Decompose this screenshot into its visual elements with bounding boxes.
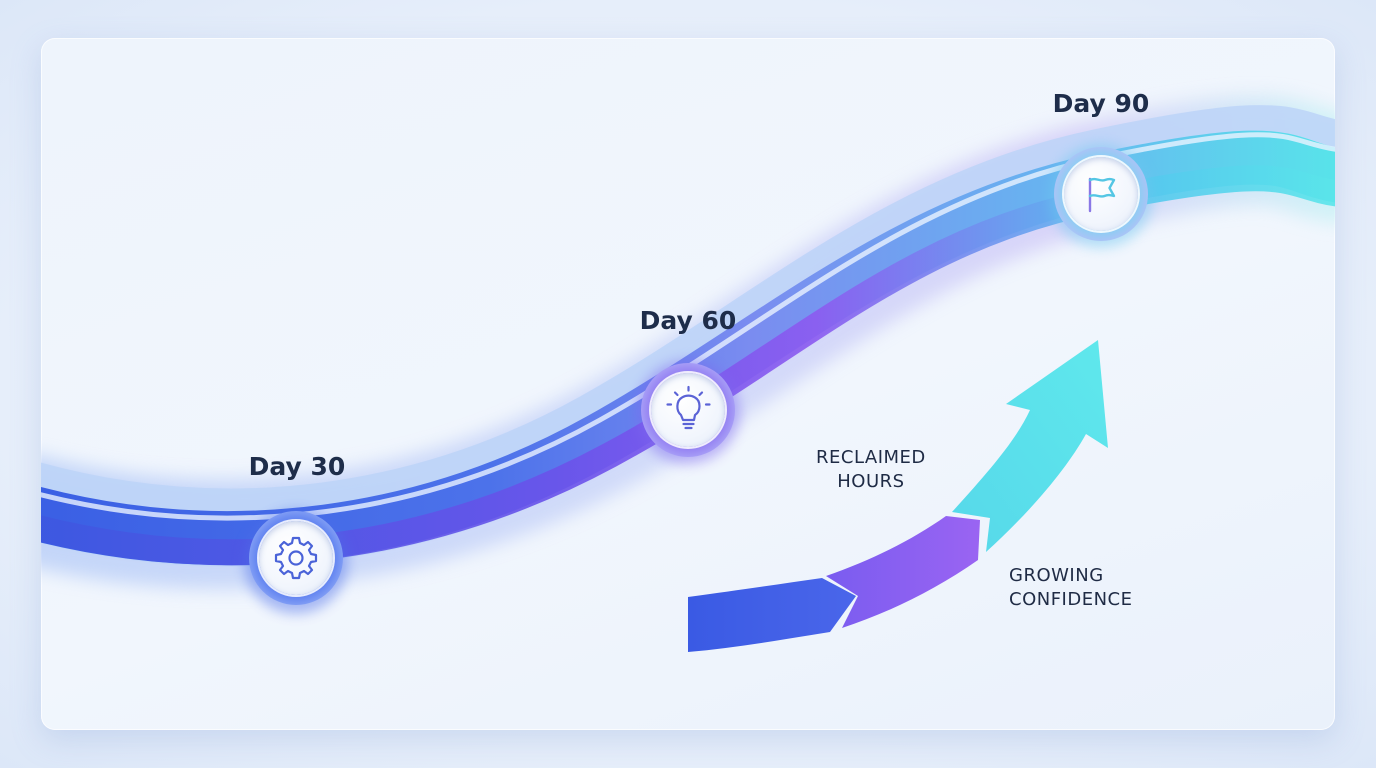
milestone-node-day-90 bbox=[1053, 146, 1149, 242]
arrow-label-line: CONFIDENCE bbox=[1009, 589, 1133, 610]
growth-arrow bbox=[688, 340, 1108, 652]
lightbulb-icon bbox=[666, 385, 711, 430]
node-face bbox=[1064, 157, 1138, 231]
growth-arrow-segment-1 bbox=[688, 578, 856, 652]
arrow-label-growing-confidence: GROWING CONFIDENCE bbox=[1009, 564, 1133, 612]
gear-icon bbox=[274, 536, 318, 580]
growth-arrow-segment-3 bbox=[952, 340, 1108, 552]
flag-icon bbox=[1088, 177, 1116, 213]
arrow-label-reclaimed-hours: RECLAIMED HOURS bbox=[816, 446, 926, 494]
growth-arrow-segment-2 bbox=[826, 516, 980, 628]
arrow-label-line: HOURS bbox=[837, 471, 905, 492]
node-face bbox=[259, 521, 333, 595]
arrow-label-line: GROWING bbox=[1009, 565, 1104, 586]
milestone-label-day-30: Day 30 bbox=[248, 452, 346, 481]
node-face bbox=[651, 373, 725, 447]
milestone-label-day-90: Day 90 bbox=[1052, 89, 1150, 118]
milestone-node-day-30 bbox=[248, 510, 344, 606]
milestone-node-day-60 bbox=[640, 362, 736, 458]
arrow-label-line: RECLAIMED bbox=[816, 447, 926, 468]
milestone-label-day-60: Day 60 bbox=[639, 306, 737, 335]
